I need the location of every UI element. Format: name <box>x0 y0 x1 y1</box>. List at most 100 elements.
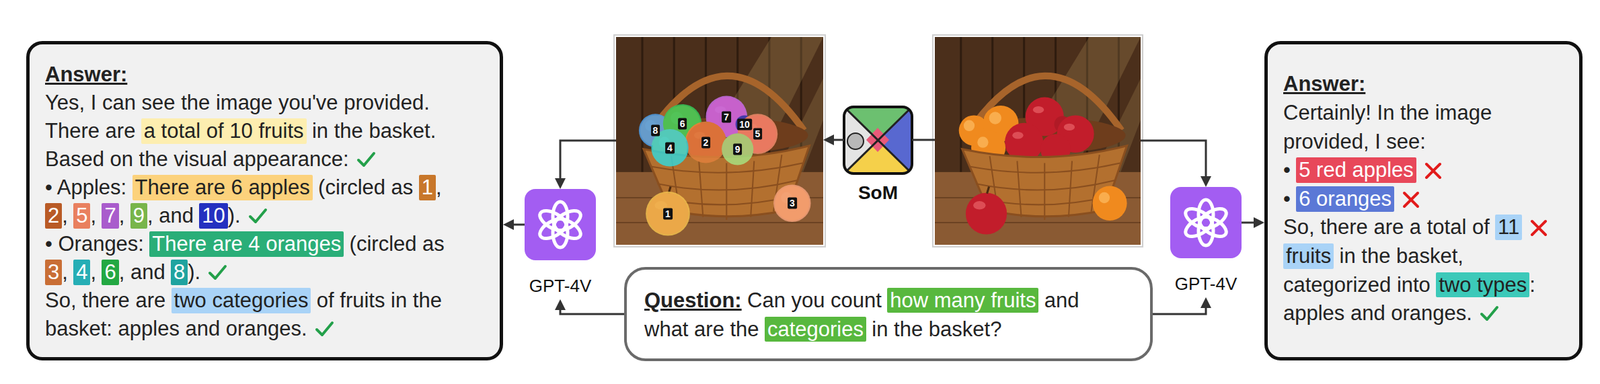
heading-label: Answer: <box>45 61 128 88</box>
connector <box>512 223 525 226</box>
check-mark <box>355 149 376 169</box>
text-line: So, there are a total of11 <box>1283 213 1549 243</box>
original-image <box>934 36 1141 245</box>
highlight-text: There are 4 oranges <box>149 231 344 257</box>
mark-number: 9 <box>733 143 743 156</box>
answer-text: • Oranges: <box>45 231 144 257</box>
highlight-text: two categories <box>171 287 312 314</box>
som-masks <box>773 184 811 222</box>
text-line: fruitsin the basket, <box>1283 242 1464 272</box>
text-line: provided, I see: <box>1283 127 1426 157</box>
answer-text: , <box>90 259 97 286</box>
answer-text: , <box>119 203 126 229</box>
answer-text: and <box>1044 287 1080 314</box>
mark-number: 6 <box>677 117 688 130</box>
highlight-text: 2 <box>45 203 62 229</box>
answer-text: , and <box>147 203 194 229</box>
som-logo <box>844 106 912 174</box>
highlight-text: There are 6 apples <box>132 174 313 201</box>
answer-text: Certainly! In the image <box>1283 100 1492 126</box>
connector <box>832 139 845 142</box>
som-logo: SoM <box>844 106 912 207</box>
highlight-text: 5 red apples <box>1296 157 1417 183</box>
som-logo <box>844 106 912 174</box>
text-line: Answer: <box>1283 69 1366 99</box>
cross-mark <box>1423 160 1444 180</box>
highlight-text: how many fruits <box>887 287 1039 314</box>
som-logo <box>844 106 912 174</box>
highlight-text: 6 <box>101 259 119 286</box>
highlight-text: two types <box>1435 272 1530 298</box>
text-line: Question:Can you counthow many fruitsand <box>644 285 1079 315</box>
text-line: •5 red apples <box>1283 156 1444 185</box>
arrow-head <box>554 178 566 189</box>
image-frames <box>932 34 1143 247</box>
highlight-text: a total of 10 fruits <box>141 118 307 144</box>
connector <box>560 140 617 180</box>
text-line: Answer: <box>45 60 128 89</box>
highlight-text: 8 <box>170 259 188 286</box>
answer-text: in the basket, <box>1339 243 1464 270</box>
cross-mark <box>1528 217 1549 237</box>
gpt-icon <box>524 188 596 261</box>
mark-number: 4 <box>665 142 675 155</box>
mark-number: 7 <box>721 110 732 123</box>
text-line: There area total of 10 fruitsin the bask… <box>45 117 436 146</box>
model-icon: GPT-4V <box>1170 186 1242 298</box>
arrow-head <box>1253 217 1265 228</box>
check-mark <box>1478 303 1500 323</box>
answer-text: ). <box>187 259 201 286</box>
answer-text: Can you count <box>747 287 882 314</box>
answer-text: basket: apples and oranges. <box>45 316 308 342</box>
text-line: 2,5,7,9, and10). <box>45 201 268 231</box>
answer-text: , and <box>119 259 166 286</box>
answer-text: So, there are a total of <box>1283 214 1490 241</box>
answer-text: , <box>435 174 442 201</box>
marked-image: 86710425913 <box>616 36 824 245</box>
som-logo <box>844 106 912 174</box>
som-masks <box>721 133 754 165</box>
answer-text: Based on the visual appearance: <box>45 146 350 173</box>
gpt-icon <box>1182 199 1230 246</box>
mark-number: 5 <box>753 128 763 140</box>
som-logo <box>844 106 912 174</box>
gpt-icon <box>1170 186 1242 259</box>
gpt-icon <box>536 201 584 248</box>
cross-mark <box>1532 221 1546 235</box>
answer-text: (circled as <box>318 174 413 201</box>
text-line: Yes, I can see the image you've provided… <box>45 88 430 118</box>
highlight-text: 3 <box>45 259 62 286</box>
model-label: GPT-4V <box>526 274 594 300</box>
original-image <box>934 36 1141 245</box>
question-box: Question:Can you counthow many fruitsand… <box>624 267 1153 362</box>
connector <box>560 308 625 315</box>
heading-label: Question: <box>644 287 742 314</box>
model-icon: GPT-4V <box>524 188 596 300</box>
answer-text: • Apples: <box>45 174 127 201</box>
connector <box>1241 221 1255 224</box>
text-line: 3,4,6, and8). <box>45 258 228 287</box>
highlight-text: 9 <box>130 203 148 229</box>
text-line: •6 oranges <box>1283 184 1422 214</box>
check-mark <box>316 322 333 335</box>
gpt-icon <box>524 188 596 261</box>
highlight-text: 1 <box>418 174 436 201</box>
highlight-text: 10 <box>199 203 228 229</box>
arrow-head <box>503 219 514 231</box>
highlight-text: fruits <box>1283 243 1334 270</box>
heading-label: Answer: <box>1283 71 1366 97</box>
highlight-text: 4 <box>73 259 91 286</box>
text-line: apples and oranges. <box>1283 299 1500 329</box>
mark-number: 1 <box>663 207 673 220</box>
text-line: basket: apples and oranges. <box>45 314 335 344</box>
text-line: So, there aretwo categoriesof fruits in … <box>45 286 442 315</box>
answer-text: of fruits in the <box>316 287 442 314</box>
answer-text: • <box>1283 157 1291 183</box>
gpt-icon <box>1182 204 1216 233</box>
answer-text: apples and oranges. <box>1283 300 1473 327</box>
answer-text: There are <box>45 118 136 144</box>
mark-number: 3 <box>787 197 797 210</box>
method-label: SoM <box>855 180 901 207</box>
mark-number: 2 <box>701 136 711 148</box>
